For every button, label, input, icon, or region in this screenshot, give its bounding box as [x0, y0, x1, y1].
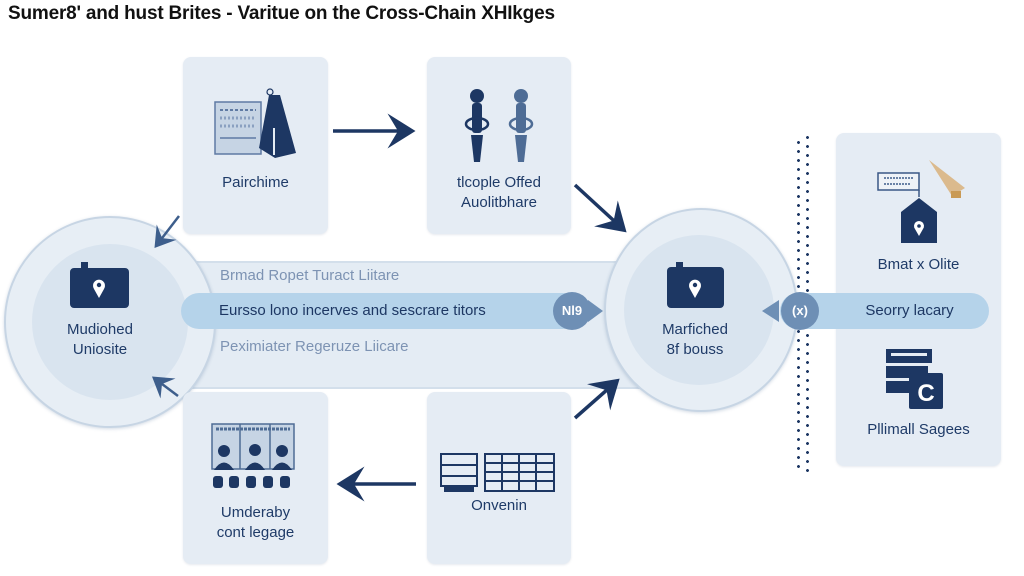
- right-hub-label-line1: Marfiched: [662, 321, 728, 338]
- side-panel-item2-label: Pllimall Sagees: [867, 421, 970, 438]
- lane-pill[interactable]: Eursso lono incerves and sescrare titors: [181, 293, 581, 329]
- card-bottom-left[interactable]: Umderaby cont legage: [183, 392, 328, 564]
- right-hub-label-line2: 8f bouss: [666, 341, 724, 358]
- left-hub-node[interactable]: [4, 216, 216, 428]
- right-hub-label: Marfiched 8f bouss: [635, 320, 755, 360]
- card-top-left-label: Pairchime: [222, 174, 289, 191]
- card-bottom-right[interactable]: Onvenin: [427, 392, 571, 564]
- card-top-right-label-line2: Auolitbhare: [461, 194, 537, 211]
- lane-bottom-text: Peximiater Regeruze Liicare: [220, 338, 409, 355]
- card-top-left[interactable]: Pairchime: [183, 57, 328, 234]
- left-hub-label-line1: Mudiohed: [67, 321, 133, 338]
- left-hub-label-line2: Uniosite: [72, 341, 128, 358]
- right-hub-node[interactable]: [604, 208, 798, 412]
- left-badge[interactable]: Nl9: [553, 292, 591, 330]
- card-bottom-left-label-line1: Umderaby: [220, 504, 291, 521]
- arrow-top-right-to-right-hub: [573, 183, 627, 233]
- side-panel-item1-label: Bmat x Olite: [877, 256, 960, 273]
- right-badge[interactable]: (x): [781, 292, 819, 330]
- card-bottom-right-label: Onvenin: [471, 497, 527, 514]
- lane-top-text: Brmad Ropet Turact Liitare: [220, 267, 400, 284]
- diagram-title: Sumer8' and hust Brites - Varitue on the…: [8, 3, 555, 24]
- card-bottom-left-label-line2: cont legage: [216, 524, 295, 541]
- left-hub-label: Mudiohed Uniosite: [40, 320, 160, 360]
- right-hub-inner: [624, 235, 774, 385]
- card-top-right[interactable]: tlcople Offed Auolitbhare: [427, 57, 571, 234]
- card-top-right-label-line1: tlcople Offed: [457, 174, 541, 191]
